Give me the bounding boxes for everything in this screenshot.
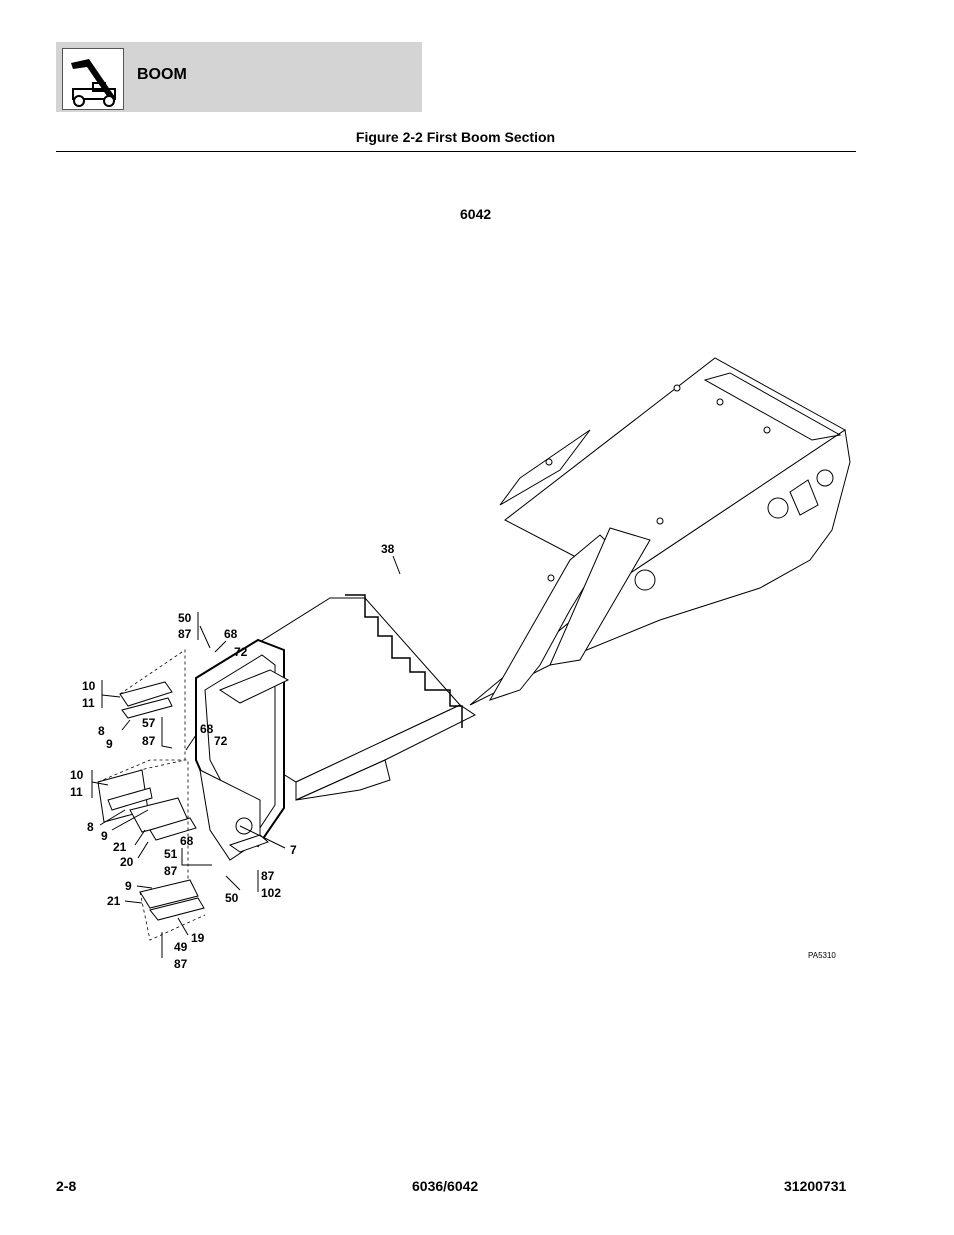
drawing-reference: PA5310 xyxy=(808,951,836,960)
boom-side-face-near xyxy=(295,704,476,801)
pivot-hole xyxy=(816,469,834,487)
boom-side-plate xyxy=(549,527,651,666)
boom-bottom-face-near xyxy=(295,759,391,801)
boom-head-inner xyxy=(204,654,276,841)
callout-72: 72 xyxy=(234,645,248,659)
section-header: BOOM xyxy=(56,42,422,112)
break-line xyxy=(345,594,463,728)
callout-87: 87 xyxy=(142,734,156,748)
callout-11: 11 xyxy=(82,696,95,710)
hinge-plate xyxy=(789,479,819,516)
callout-8: 8 xyxy=(87,820,94,834)
callout-87: 87 xyxy=(164,864,178,878)
callout-51: 51 xyxy=(164,847,178,861)
wear-pad-side-plate xyxy=(107,787,153,811)
callout-9: 9 xyxy=(106,737,113,751)
boom-top-rail xyxy=(703,372,842,441)
wear-pad-lower xyxy=(139,879,199,909)
callout-21: 21 xyxy=(113,840,127,854)
telehandler-boom-icon xyxy=(62,48,124,110)
bottom-pad-boss xyxy=(235,817,253,835)
callout-72: 72 xyxy=(214,734,228,748)
callout-10: 10 xyxy=(82,679,96,693)
callout-102: 102 xyxy=(261,886,281,900)
callout-19: 19 xyxy=(191,931,205,945)
callout-10: 10 xyxy=(70,768,84,782)
callout-49: 49 xyxy=(174,940,188,954)
callout-87: 87 xyxy=(261,869,275,883)
callout-20: 20 xyxy=(120,855,134,869)
callout-9: 9 xyxy=(125,879,132,893)
callout-9: 9 xyxy=(101,829,108,843)
callout-8: 8 xyxy=(98,724,105,738)
callout-50: 50 xyxy=(225,891,239,905)
callout-87: 87 xyxy=(178,627,192,641)
callout-87: 87 xyxy=(174,957,188,971)
pivot-hole-3 xyxy=(634,569,656,591)
callout-21: 21 xyxy=(107,894,121,908)
callout-68: 68 xyxy=(224,627,238,641)
callout-50: 50 xyxy=(178,611,192,625)
callout-68: 68 xyxy=(180,834,194,848)
document-number: 31200731 xyxy=(784,1178,847,1194)
footer-model: 6036/6042 xyxy=(412,1178,479,1194)
wear-pad-lower-plate xyxy=(149,897,205,921)
callout-7: 7 xyxy=(290,843,297,857)
section-title: BOOM xyxy=(137,66,187,83)
pivot-hole-2 xyxy=(767,497,789,519)
figure-title: Figure 2-2 First Boom Section xyxy=(355,129,556,145)
page-number: 2-8 xyxy=(56,1178,77,1194)
bottom-wear-pad xyxy=(228,834,269,853)
callout-38: 38 xyxy=(381,542,395,556)
top-slide-plate xyxy=(218,669,290,704)
boom-underside xyxy=(499,429,591,506)
wear-pad-mid-plate xyxy=(149,817,197,841)
wear-pad-upper xyxy=(119,681,173,707)
wear-pad-upper-plate xyxy=(121,697,173,719)
callout-11: 11 xyxy=(70,785,83,799)
model-label: 6042 xyxy=(460,206,492,222)
callout-68: 68 xyxy=(200,722,214,736)
title-divider xyxy=(56,151,856,152)
callout-57: 57 xyxy=(142,716,156,730)
